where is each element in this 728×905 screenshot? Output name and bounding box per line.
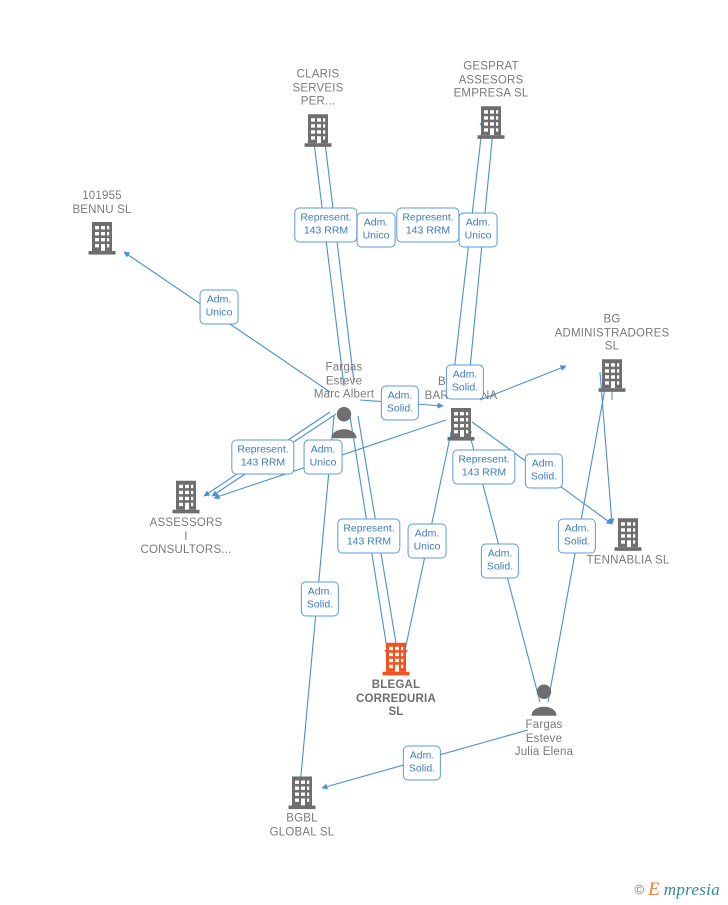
- edge-label-e14[interactable]: Adm. Unico: [407, 523, 447, 559]
- building-icon: [303, 112, 333, 148]
- edge-label-e16[interactable]: Adm. Solid.: [300, 581, 340, 617]
- node-assessors[interactable]: ASSESSORS I CONSULTORS...: [111, 479, 261, 558]
- building-icon: [446, 406, 476, 442]
- node-label: TENNABLIA SL: [586, 554, 670, 567]
- node-marc[interactable]: Fargas Esteve Marc Albert: [269, 361, 419, 439]
- edge-label-e03[interactable]: Represent. 143 RRM: [396, 207, 460, 243]
- edge-e02: [320, 125, 355, 383]
- edge-label-e07[interactable]: Adm. Solid.: [380, 385, 420, 421]
- edge-label-e17[interactable]: Adm. Solid.: [402, 745, 442, 781]
- edge-e01: [309, 125, 345, 387]
- person-icon: [529, 683, 559, 717]
- node-label: BLEGAL CORREDURIA SL: [356, 678, 436, 718]
- node-claris[interactable]: CLARIS SERVEIS PER...: [243, 68, 393, 148]
- node-label: Fargas Esteve Julia Elena: [514, 718, 574, 758]
- building-icon: [613, 516, 643, 552]
- node-blegal_corr[interactable]: BLEGAL CORREDURIA SL: [321, 641, 471, 720]
- edge-e03: [451, 119, 486, 390]
- edge-label-e12[interactable]: Adm. Solid.: [557, 518, 597, 554]
- node-label: BGBL GLOBAL SL: [269, 812, 335, 839]
- copyright-symbol: ©: [634, 882, 645, 897]
- node-bgbl[interactable]: BGBL GLOBAL SL: [227, 775, 377, 840]
- node-label: BG ADMINISTRADORES SL: [554, 313, 670, 353]
- brand-name: mpresia: [663, 880, 720, 899]
- edge-label-e04[interactable]: Adm. Unico: [458, 212, 498, 248]
- empresia-watermark: © E mpresia: [635, 880, 720, 899]
- edge-label-e15[interactable]: Adm. Solid.: [480, 543, 520, 579]
- node-label: CLARIS SERVEIS PER...: [292, 68, 344, 108]
- edge-e12: [599, 371, 615, 525]
- node-tennablia[interactable]: TENNABLIA SL: [553, 516, 703, 568]
- edge-label-e01[interactable]: Represent. 143 RRM: [294, 207, 358, 243]
- edge-label-e09[interactable]: Adm. Unico: [303, 439, 343, 475]
- edge-label-e05[interactable]: Adm. Unico: [199, 289, 239, 325]
- node-bg_admin[interactable]: BG ADMINISTRADORES SL: [537, 313, 687, 393]
- edge-label-e02[interactable]: Adm. Unico: [356, 212, 396, 248]
- node-label: ASSESSORS I CONSULTORS...: [140, 516, 232, 556]
- edge-label-e10[interactable]: Represent. 143 RRM: [452, 449, 516, 485]
- edge-e04: [467, 119, 497, 390]
- building-icon: [287, 775, 317, 811]
- edge-label-e08[interactable]: Represent. 143 RRM: [231, 439, 295, 475]
- building-icon: [381, 641, 411, 677]
- edge-label-e06[interactable]: Adm. Solid.: [445, 364, 485, 400]
- node-bennu[interactable]: 101955 BENNU SL: [27, 190, 177, 256]
- building-icon: [476, 104, 506, 140]
- node-label: 101955 BENNU SL: [72, 190, 132, 216]
- node-gesprat[interactable]: GESPRAT ASSESORS EMPRESA SL: [416, 60, 566, 140]
- building-icon: [87, 220, 117, 256]
- person-icon: [329, 405, 359, 439]
- edge-label-e13[interactable]: Represent. 143 RRM: [337, 518, 401, 554]
- node-label: GESPRAT ASSESORS EMPRESA SL: [453, 60, 529, 100]
- node-label: Fargas Esteve Marc Albert: [313, 361, 375, 401]
- building-icon: [171, 479, 201, 515]
- building-icon: [597, 357, 627, 393]
- edge-label-e11[interactable]: Adm. Solid.: [524, 453, 564, 489]
- node-julia[interactable]: Fargas Esteve Julia Elena: [469, 683, 619, 760]
- brand-initial: E: [648, 879, 660, 900]
